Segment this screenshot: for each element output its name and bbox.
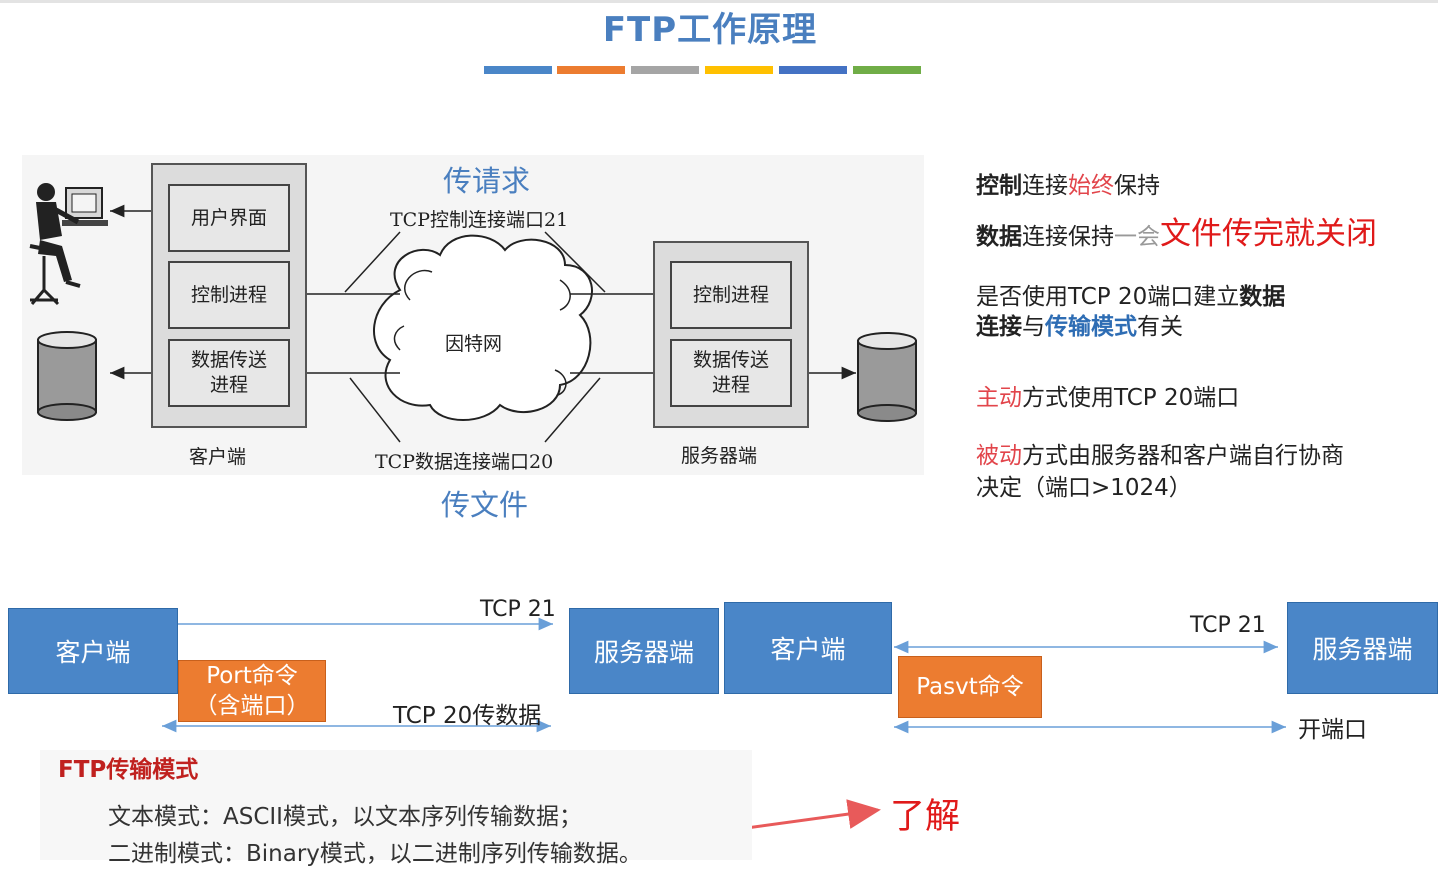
server-control-label: 控制进程 (692, 283, 769, 306)
server-data-label-1: 数据传送 (692, 349, 769, 372)
note3-a: 是否使用TCP 20端口建立 (976, 284, 1240, 310)
note5-a: 主动 (976, 385, 1022, 411)
note3-b: 数据 (1239, 284, 1286, 310)
text-mode-line: 文本模式：ASCII模式，以文本序列传输数据； (108, 804, 582, 830)
port-command-block: Port命令 （含端口） (178, 660, 326, 722)
note4-c: 传输模式 (1045, 314, 1137, 340)
passive-server-block: 服务器端 (1287, 602, 1438, 694)
slide-title: FTP工作原理 (602, 10, 818, 50)
client-control-label: 控制进程 (190, 283, 267, 306)
note4-a: 连接 (976, 314, 1022, 340)
flow-arrows (162, 617, 1286, 734)
note-data-connection: 数据连接保持一会文件传完就关闭 (976, 218, 1377, 253)
client-label: 客户端 (189, 446, 247, 468)
transfer-modes-title: FTP传输模式 (58, 757, 199, 783)
note6-b: 方式由服务器和客户端自行协商 (1022, 443, 1344, 469)
diagram-arrows (110, 204, 856, 380)
note6-a: 被动 (976, 443, 1022, 469)
server-label: 服务器端 (681, 445, 758, 467)
transfer-request-label: 传请求 (443, 164, 531, 198)
note-tcp20-line1: 是否使用TCP 20端口建立数据 (976, 281, 1285, 313)
client-data-label-1: 数据传送 (190, 349, 267, 372)
note2-b: 连接保持 (1022, 224, 1114, 250)
note1-a: 控制 (976, 173, 1022, 199)
passive-client-block: 客户端 (724, 602, 892, 694)
client-database-icon (37, 331, 97, 421)
top-divider (0, 0, 1438, 3)
note4-b: 与 (1022, 314, 1045, 340)
note2-a: 数据 (976, 224, 1022, 250)
note5-b: 方式使用TCP 20端口 (1022, 385, 1240, 411)
note2-c: 一会 (1114, 224, 1160, 250)
tcp-data-label: TCP数据连接端口20 (375, 451, 554, 473)
connection-lines (344, 231, 606, 443)
client-ui-box: 用户界面 (168, 184, 290, 252)
stripe-blue (484, 66, 552, 74)
transfer-modes-panel (40, 750, 752, 860)
note-tcp20-line2: 连接与传输模式有关 (976, 311, 1183, 343)
internet-cloud (373, 234, 593, 421)
stripe-yellow (705, 66, 773, 74)
internet-label: 因特网 (445, 333, 503, 355)
server-data-box: 数据传送 进程 (670, 339, 792, 407)
user-computer-icon (29, 183, 108, 306)
note-passive-mode: 被动方式由服务器和客户端自行协商 (976, 440, 1344, 472)
active-client-block: 客户端 (8, 608, 178, 694)
binary-mode-line: 二进制模式：Binary模式，以二进制序列传输数据。 (108, 841, 642, 867)
stripe-darkblue (779, 66, 847, 74)
client-data-label-2: 进程 (209, 374, 248, 396)
client-data-box: 数据传送 进程 (168, 339, 290, 407)
open-port-label: 开端口 (1298, 717, 1367, 743)
note1-d: 保持 (1114, 173, 1160, 199)
note1-c: 始终 (1068, 173, 1114, 199)
client-control-box: 控制进程 (168, 261, 290, 329)
tcp-control-label: TCP控制连接端口21 (390, 209, 569, 231)
understand-annotation: 了解 (890, 797, 961, 837)
note-active-mode: 主动方式使用TCP 20端口 (976, 382, 1239, 414)
note4-d: 有关 (1137, 314, 1183, 340)
passive-tcp21-label: TCP 21 (1190, 613, 1266, 638)
transfer-file-label: 传文件 (441, 488, 529, 522)
active-server-block: 服务器端 (569, 608, 719, 694)
server-control-box: 控制进程 (670, 261, 792, 329)
client-ui-label: 用户界面 (190, 206, 267, 229)
server-database-icon (857, 332, 917, 422)
stripe-orange (557, 66, 625, 74)
server-data-label-2: 进程 (711, 374, 750, 396)
stripe-green (853, 66, 921, 74)
note-control-connection: 控制连接始终保持 (976, 170, 1160, 202)
note-port-range: 决定（端口>1024） (976, 475, 1192, 501)
port-command-line1: Port命令 (206, 663, 298, 689)
note2-d: 文件传完就关闭 (1160, 216, 1377, 252)
port-command-line2: （含端口） (194, 693, 310, 719)
active-tcp21-label: TCP 21 (480, 597, 556, 622)
pasv-command-block: Pasvt命令 (898, 656, 1042, 718)
stripe-grey (631, 66, 699, 74)
note1-b: 连接 (1022, 173, 1068, 199)
active-tcp20-label: TCP 20传数据 (393, 703, 542, 729)
